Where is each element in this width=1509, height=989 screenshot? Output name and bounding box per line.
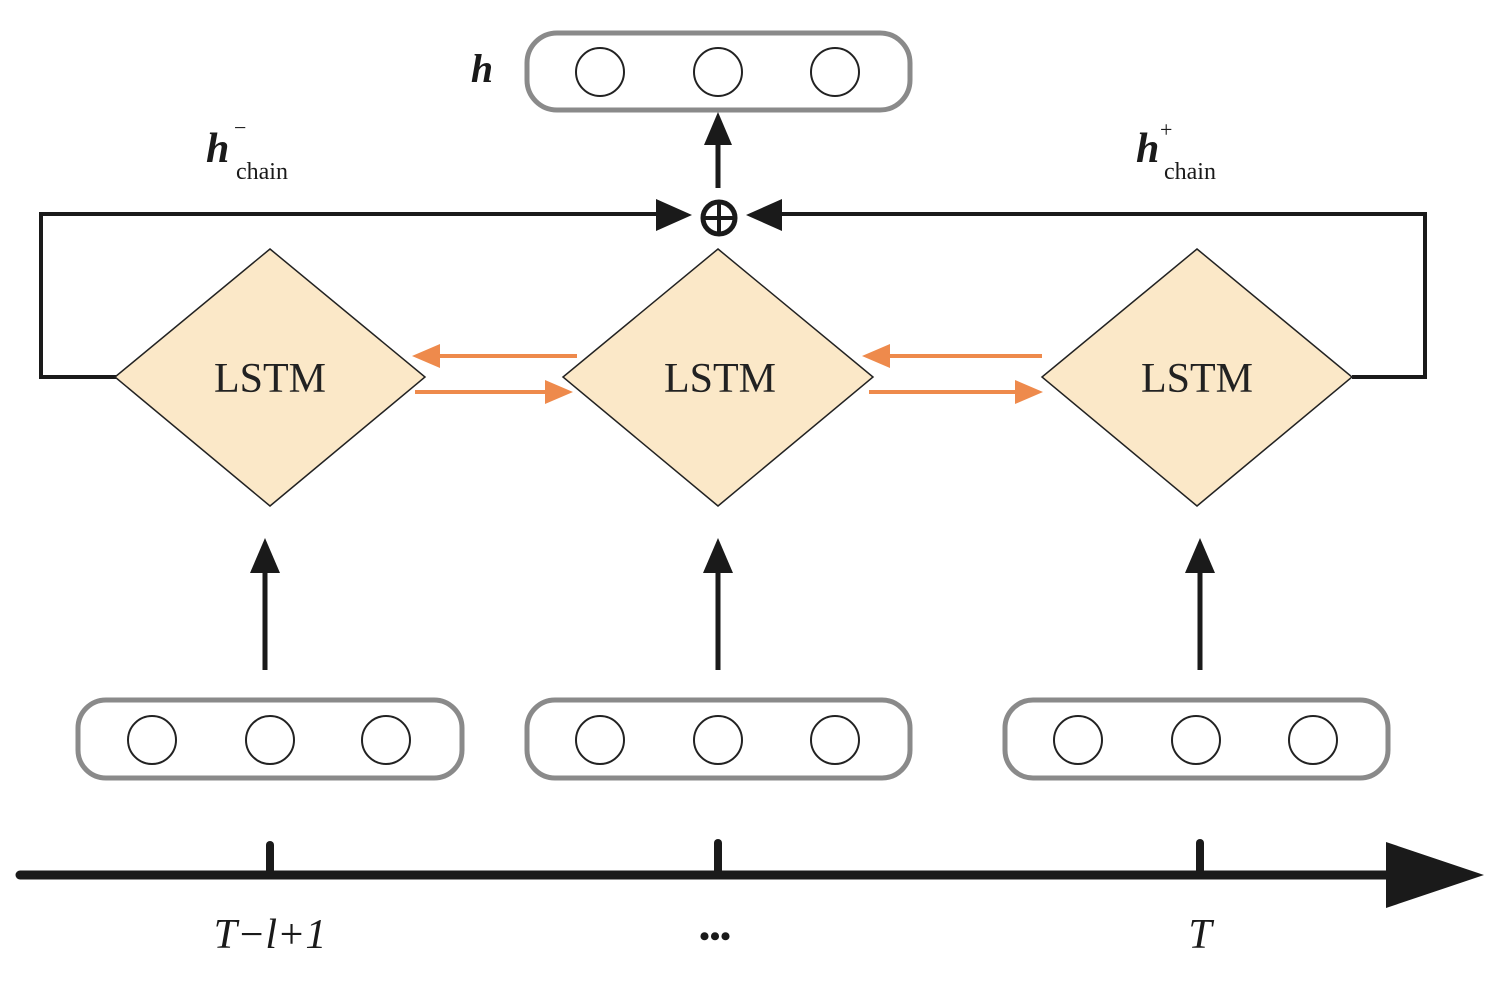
neuron xyxy=(575,47,625,97)
output-vector-h xyxy=(524,30,913,113)
tick-label-end: T xyxy=(1188,912,1214,958)
lstm-cell-2: LSTM xyxy=(561,248,875,507)
tick-label-start: T−l+1 xyxy=(214,912,327,958)
chain-symbol: h xyxy=(1136,126,1159,172)
concat-operator xyxy=(700,199,738,237)
tick-label-ellipsis: ••• xyxy=(699,920,731,953)
recurrent-arrows-1-2 xyxy=(412,344,577,404)
forward-arrow xyxy=(1015,380,1043,404)
input-vector-2 xyxy=(524,697,913,781)
input-vector-3 xyxy=(1002,697,1391,781)
lstm-label: LSTM xyxy=(664,356,776,402)
backward-arrow xyxy=(862,344,890,368)
output-label: h xyxy=(471,46,493,91)
lstm-label: LSTM xyxy=(1141,356,1253,402)
input-vector-1 xyxy=(75,697,465,781)
neuron xyxy=(693,47,743,97)
lstm-label: LSTM xyxy=(214,356,326,402)
chain-superscript: + xyxy=(1160,117,1172,142)
forward-arrow xyxy=(545,380,573,404)
combine-to-output-arrow xyxy=(704,112,732,188)
input-arrow-1 xyxy=(250,538,280,670)
backward-chain-path xyxy=(39,199,692,379)
backward-chain-label: h − chain xyxy=(206,115,288,185)
forward-chain-path xyxy=(746,199,1427,379)
chain-subscript: chain xyxy=(236,159,288,185)
backward-arrow xyxy=(412,344,440,368)
input-arrow-3 xyxy=(1185,538,1215,670)
input-arrow-2 xyxy=(703,538,733,670)
lstm-cell-1: LSTM xyxy=(113,248,427,507)
forward-chain-label: h + chain xyxy=(1136,117,1216,185)
axis-arrowhead xyxy=(1386,842,1484,908)
time-axis: T−l+1 ••• T xyxy=(15,839,1484,958)
chain-subscript: chain xyxy=(1164,159,1216,185)
recurrent-arrows-2-3 xyxy=(862,344,1043,404)
chain-superscript: − xyxy=(234,115,246,140)
chain-symbol: h xyxy=(206,126,229,172)
lstm-cell-3: LSTM xyxy=(1040,248,1354,507)
neuron xyxy=(810,47,860,97)
